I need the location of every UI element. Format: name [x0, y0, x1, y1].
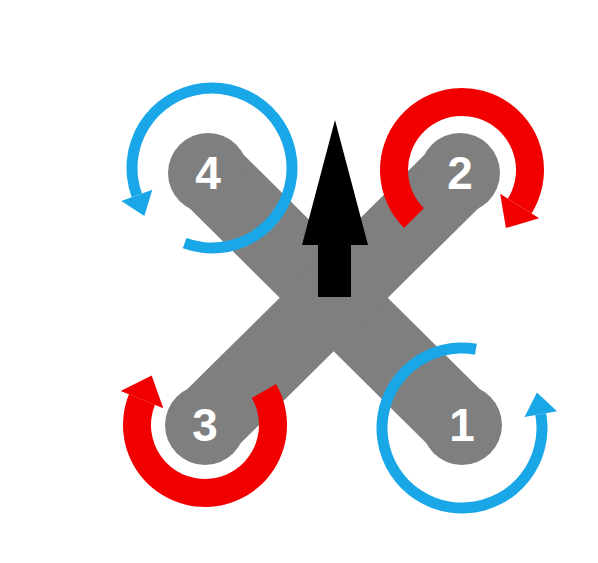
rotation-arrows: [121, 83, 557, 514]
arrow-head: [302, 120, 368, 245]
rotation-arrowhead: [121, 375, 164, 408]
motor-circle-fill: [165, 385, 245, 465]
motor-circle-fill: [168, 133, 248, 213]
motor-number: 1: [422, 385, 502, 465]
motor-hub: 4: [168, 133, 248, 213]
motor-number: 4: [168, 133, 248, 213]
rotation-arrowhead: [525, 392, 557, 417]
motor-circle-fill: [420, 133, 500, 213]
motor-hub: 1: [422, 385, 502, 465]
rotation-ring: [376, 343, 547, 514]
motor-hub: 2: [420, 133, 500, 213]
heading-arrow: [302, 120, 368, 297]
rotation-ring: [380, 88, 544, 228]
rotation-ring: [126, 83, 297, 254]
motor-circle-fill: [422, 385, 502, 465]
rotation-arrowhead: [121, 190, 152, 216]
motor-hub: 3: [165, 385, 245, 465]
rotation-arrowhead: [500, 194, 539, 228]
motor-number: 2: [420, 133, 500, 213]
rotation-ring: [123, 384, 287, 507]
motor-number: 3: [165, 385, 245, 465]
